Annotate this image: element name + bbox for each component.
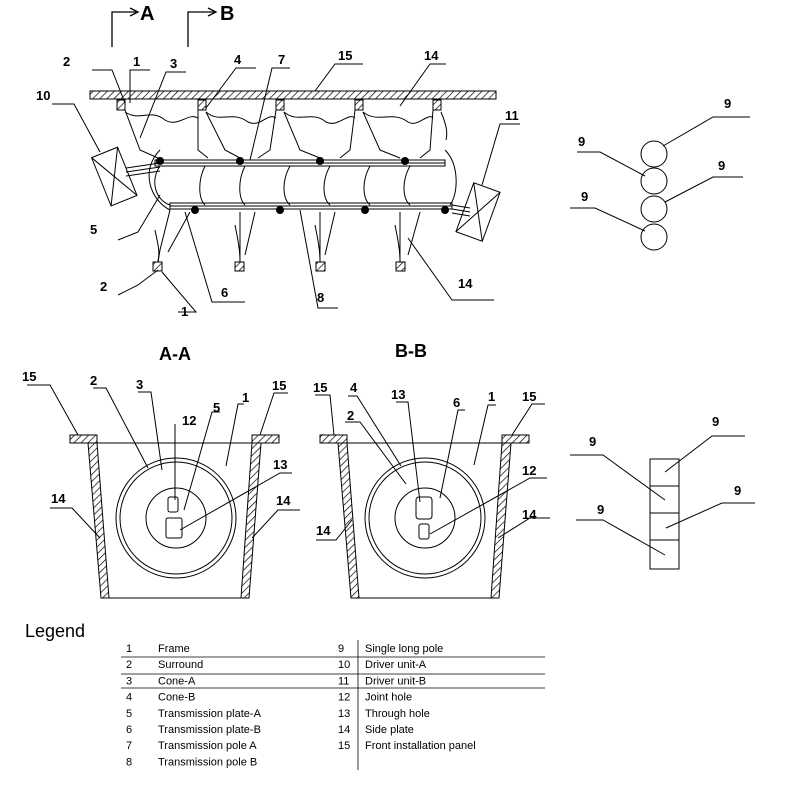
legend-right-num: 12: [338, 692, 350, 704]
legend-left-num: 8: [126, 756, 132, 768]
aa-label-15a: 15: [22, 369, 36, 384]
front-panel-main: [89, 90, 497, 100]
legend-right-num: 11: [338, 675, 349, 687]
bb-label-14b: 14: [522, 507, 537, 522]
legend-right-name: Single long pole: [365, 643, 443, 655]
aa-label-2: 2: [90, 373, 97, 388]
square-pole-label-1: 9: [712, 414, 719, 429]
legend-right-num: 15: [338, 740, 350, 752]
legend-left-num: 4: [126, 692, 132, 704]
main-label-3: 3: [170, 56, 177, 71]
section-bb-title: B-B: [395, 341, 427, 361]
square-poles: [570, 435, 755, 570]
legend-right-num: 10: [338, 659, 350, 671]
aa-label-5: 5: [213, 400, 220, 415]
aa-label-13: 13: [273, 457, 287, 472]
legend-left-num: 5: [126, 708, 132, 720]
legend-right-name: Front installation panel: [365, 740, 476, 752]
legend-title: Legend: [25, 621, 85, 641]
main-label-6: 6: [221, 285, 228, 300]
legend-left-num: 3: [126, 675, 132, 687]
arrow-label-b: B: [220, 3, 234, 25]
section-bb: [315, 394, 550, 599]
legend-left-num: 2: [126, 659, 132, 671]
bb-label-14a: 14: [316, 523, 331, 538]
arrow-label-a: A: [140, 3, 154, 25]
legend-right-num: 9: [338, 643, 344, 655]
legend-right-num: 14: [338, 724, 350, 736]
main-label-11: 11: [505, 108, 519, 123]
legend-right-num: 13: [338, 708, 350, 720]
legend-left-num: 6: [126, 724, 132, 736]
bb-label-15b: 15: [522, 389, 536, 404]
legend-left-num: 1: [126, 643, 132, 655]
legend-right-name: Side plate: [365, 724, 414, 736]
top-frames: [116, 99, 442, 111]
legend-right-name: Driver unit-B: [365, 675, 426, 687]
round-pole-label-4: 9: [581, 189, 588, 204]
section-aa: [27, 384, 300, 599]
legend-left-name: Frame: [158, 643, 190, 655]
bb-label-15a: 15: [313, 380, 327, 395]
bb-label-1: 1: [488, 389, 495, 404]
main-label-5: 5: [90, 222, 97, 237]
main-label-4: 4: [234, 52, 242, 67]
legend-table-lines: [121, 640, 545, 770]
section-aa-title: A-A: [159, 344, 191, 364]
driver-unit-b: [455, 182, 501, 242]
round-pole-label-1: 9: [724, 96, 731, 111]
legend-left-num: 7: [126, 740, 132, 752]
main-label-15: 15: [338, 48, 352, 63]
aa-label-15b: 15: [272, 378, 286, 393]
legend-left-name: Transmission pole B: [158, 756, 257, 768]
legend-left-name: Transmission pole A: [158, 740, 257, 752]
aa-label-12: 12: [182, 413, 196, 428]
section-arrow-a: [111, 7, 140, 47]
main-label-1: 1: [133, 54, 140, 69]
legend-right-name: Joint hole: [365, 692, 412, 704]
main-label-10: 10: [36, 88, 50, 103]
bb-label-2: 2: [347, 408, 354, 423]
legend-right-name: Through hole: [365, 708, 430, 720]
aa-label-14a: 14: [51, 491, 66, 506]
aa-label-1: 1: [242, 390, 249, 405]
legend-right-name: Driver unit-A: [365, 659, 427, 671]
round-poles: [570, 116, 750, 251]
main-label-14b: 14: [458, 276, 473, 291]
round-pole-label-2: 9: [578, 134, 585, 149]
legend-left-name: Transmission plate-A: [158, 708, 262, 720]
aa-label-14b: 14: [276, 493, 291, 508]
bb-label-13: 13: [391, 387, 405, 402]
square-pole-label-2: 9: [589, 434, 596, 449]
round-pole-label-3: 9: [718, 158, 725, 173]
square-pole-label-3: 9: [734, 483, 741, 498]
section-arrow-b: [187, 7, 218, 47]
bb-label-12: 12: [522, 463, 536, 478]
aa-label-3: 3: [136, 377, 143, 392]
main-view: [52, 63, 520, 313]
legend-left-name: Transmission plate-B: [158, 724, 261, 736]
main-label-8: 8: [317, 290, 324, 305]
square-pole-label-4: 9: [597, 502, 604, 517]
main-label-1b: 1: [181, 304, 188, 319]
driver-unit-a: [90, 146, 138, 207]
main-label-2b: 2: [100, 279, 107, 294]
legend-left-name: Surround: [158, 659, 203, 671]
legend-left-name: Cone-B: [158, 692, 195, 704]
main-label-7: 7: [278, 52, 285, 67]
main-label-2: 2: [63, 54, 70, 69]
bb-label-6: 6: [453, 395, 460, 410]
main-label-14: 14: [424, 48, 439, 63]
bb-label-4: 4: [350, 380, 358, 395]
legend-left-name: Cone-A: [158, 675, 196, 687]
